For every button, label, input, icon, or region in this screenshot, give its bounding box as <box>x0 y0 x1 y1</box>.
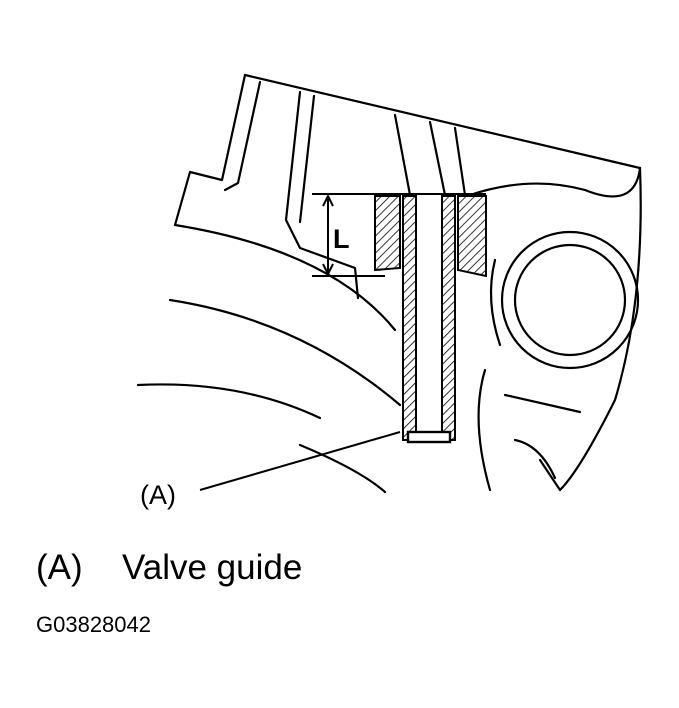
figure-code: G03828042 <box>36 612 151 637</box>
part-marker-label: (A) <box>140 480 176 510</box>
dimension-label: L <box>333 224 350 254</box>
dimension-marker <box>312 193 385 277</box>
legend-description: Valve guide <box>122 548 303 587</box>
legend-key: (A) <box>36 548 83 587</box>
valve-guide <box>402 195 456 444</box>
part-leader-line <box>199 431 401 491</box>
guide-boss <box>312 193 487 278</box>
cylinder-head-outline <box>136 73 642 494</box>
